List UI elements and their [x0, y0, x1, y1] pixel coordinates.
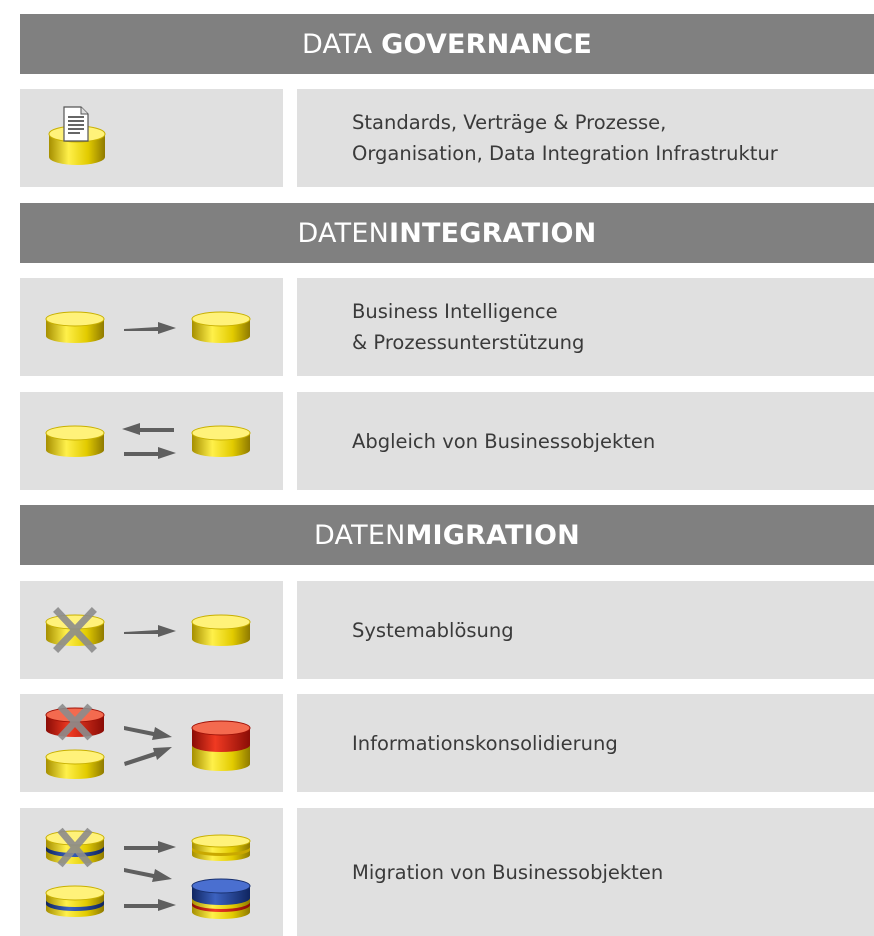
description-migration-businessobjekte: Migration von Businessobjekten: [297, 808, 874, 936]
description-line: Migration von Businessobjekten: [352, 860, 664, 884]
description-governance: Standards, Verträge & Prozesse, Organisa…: [297, 89, 874, 187]
section-title-bold: MIGRATION: [405, 519, 580, 551]
section-title-bold: GOVERNANCE: [381, 28, 592, 60]
row-governance: Standards, Verträge & Prozesse, Organisa…: [20, 89, 874, 187]
row-business-intelligence: Business Intelligence & Prozessunterstüt…: [20, 278, 874, 376]
description-abgleich: Abgleich von Businessobjekten: [297, 392, 874, 490]
description-line: Informationskonsolidierung: [352, 731, 618, 755]
row-konsolidierung: Informationskonsolidierung: [20, 694, 874, 792]
description-systemabloesung: Systemablösung: [297, 581, 874, 679]
section-title-light: DATEN: [297, 217, 389, 249]
description-line: Systemablösung: [352, 618, 514, 642]
section-title-light: DATA: [301, 28, 382, 60]
database-sync-icon: [20, 392, 283, 490]
row-systemabloesung: Systemablösung: [20, 581, 874, 679]
section-header-governance: DATA GOVERNANCE: [20, 14, 874, 74]
section-title-light: DATEN: [314, 519, 406, 551]
description-konsolidierung: Informationskonsolidierung: [297, 694, 874, 792]
description-line: Business Intelligence: [352, 300, 558, 323]
database-consolidation-icon: [20, 694, 283, 792]
description-business-intelligence: Business Intelligence & Prozessunterstüt…: [297, 278, 874, 376]
business-object-migration-icon: [20, 808, 283, 936]
database-replacement-icon: [20, 581, 283, 679]
description-line: Organisation, Data Integration Infrastru…: [352, 142, 778, 165]
section-title-bold: INTEGRATION: [388, 217, 597, 249]
description-line: Standards, Verträge & Prozesse,: [352, 111, 667, 134]
description-line: & Prozessunterstützung: [352, 331, 585, 354]
row-abgleich: Abgleich von Businessobjekten: [20, 392, 874, 490]
row-migration-businessobjekte: Migration von Businessobjekten: [20, 808, 874, 936]
description-line: Abgleich von Businessobjekten: [352, 429, 656, 453]
database-with-document-icon: [20, 89, 283, 187]
database-to-database-icon: [20, 278, 283, 376]
